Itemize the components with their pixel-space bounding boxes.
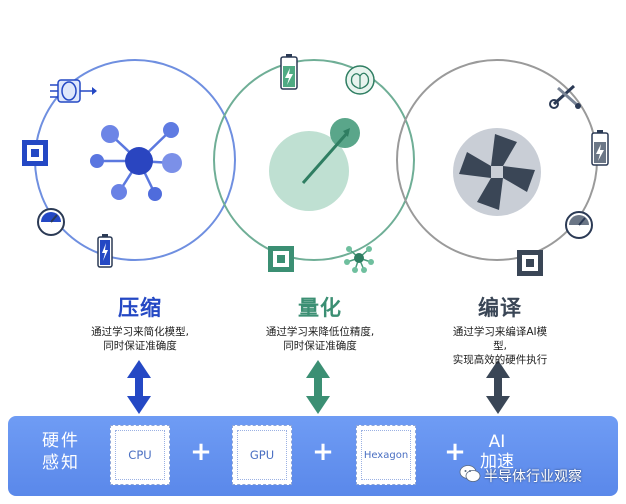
chip-icon <box>22 140 48 166</box>
quantize-circle <box>213 59 415 261</box>
battery-icon <box>97 234 113 268</box>
ai-line: AI <box>488 432 506 452</box>
chip-label: Hexagon <box>361 430 411 480</box>
plus-sign: + <box>444 437 466 467</box>
description-line: 通过学习来简化模型, <box>91 326 189 338</box>
chip-label: CPU <box>115 430 165 480</box>
description-line: 通过学习来降低位精度, <box>265 326 375 338</box>
hardware-aware-title: 硬件 感知 <box>42 430 98 474</box>
gpu-chip: GPU <box>232 425 292 485</box>
description-line: 型, <box>493 340 507 352</box>
quantize-title: 量化 <box>298 296 342 320</box>
speedometer-icon <box>565 211 593 239</box>
description-line: 同时保证准确度 <box>103 340 177 352</box>
compile-double-arrow <box>486 360 510 414</box>
chip-icon <box>517 250 543 276</box>
plus-sign: + <box>312 437 334 467</box>
chip-label: GPU <box>237 430 287 480</box>
battery-icon <box>591 130 609 166</box>
dial-arrow-icon <box>269 118 360 211</box>
description-line: 实现高效的硬件执行 <box>452 354 548 366</box>
ai-line: 加速 <box>480 452 514 472</box>
cooling-fan-icon <box>50 79 97 103</box>
hardware-title-line: 感知 <box>42 453 80 473</box>
description-line: 通过学习来编译AI模 <box>452 326 548 338</box>
watermark-text: 半导体行业观察 <box>484 469 582 485</box>
compress-title: 压缩 <box>118 296 162 320</box>
speedometer-icon <box>37 208 65 236</box>
network-graph-icon <box>344 246 374 273</box>
fan-blades-icon <box>453 128 541 216</box>
compile-title: 编译 <box>478 296 522 320</box>
ai-acceleration-label: AI 加速 <box>474 432 520 472</box>
brain-icon <box>345 65 375 95</box>
tools-icon <box>549 84 581 109</box>
compress-description: 通过学习来简化模型, 同时保证准确度 <box>60 325 220 353</box>
battery-icon <box>280 54 298 90</box>
quantize-double-arrow <box>306 360 330 414</box>
hardware-aware-bar <box>8 416 618 496</box>
network-graph-icon <box>90 122 182 201</box>
cpu-chip: CPU <box>110 425 170 485</box>
compile-description: 通过学习来编译AI模 型, 实现高效的硬件执行 <box>425 325 575 367</box>
compress-double-arrow <box>127 360 151 414</box>
hardware-title-line: 硬件 <box>42 431 80 451</box>
chip-icon <box>268 246 294 272</box>
description-line: 同时保证准确度 <box>283 340 357 352</box>
wechat-icon <box>459 465 481 482</box>
plus-sign: + <box>190 437 212 467</box>
quantize-description: 通过学习来降低位精度, 同时保证准确度 <box>240 325 400 353</box>
hexagon-chip: Hexagon <box>356 425 416 485</box>
